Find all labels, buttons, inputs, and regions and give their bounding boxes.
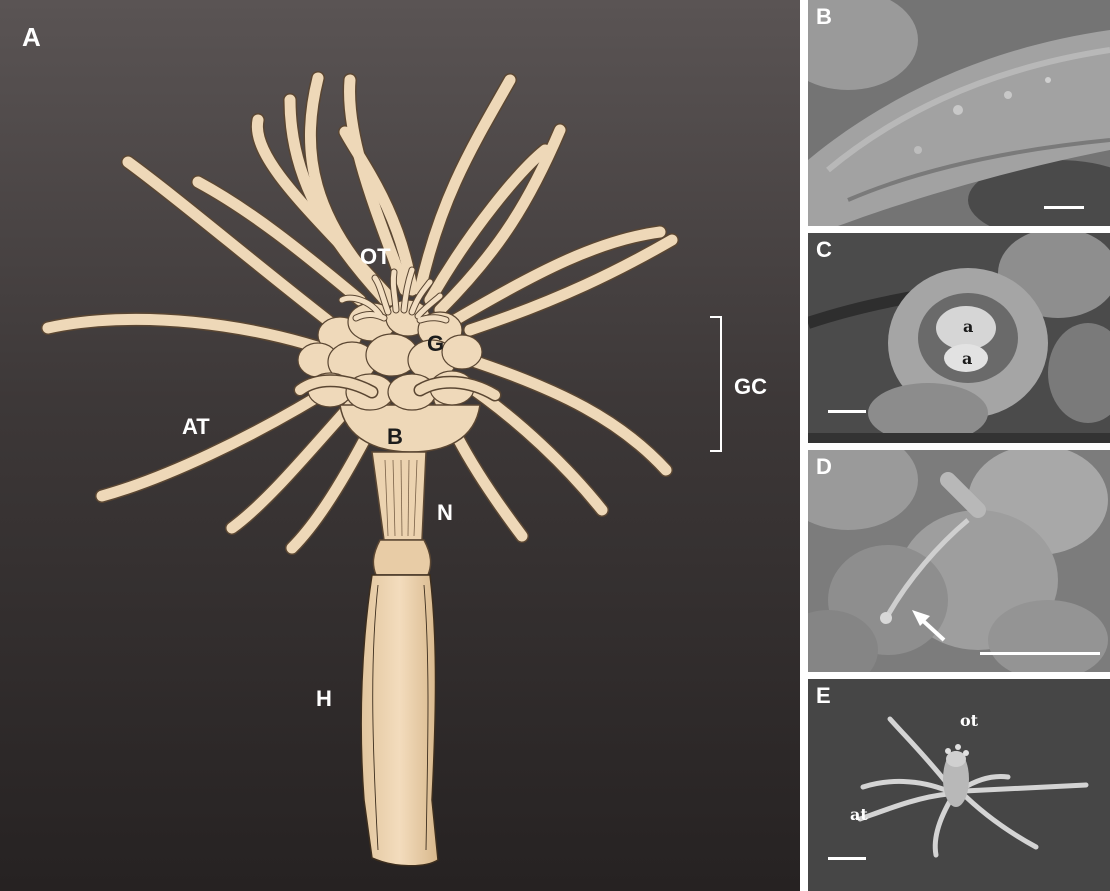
neck-collar [373, 540, 430, 575]
label-gonophore-cluster: GC [734, 374, 767, 400]
label-aboral-tentacles: AT [182, 414, 210, 440]
scale-bar-d [980, 652, 1100, 655]
label-e-oral-tentacle: ot [960, 711, 978, 730]
panel-e: E ot at [808, 679, 1110, 891]
panel-d: D [808, 450, 1110, 672]
micrograph-b [808, 0, 1110, 226]
panel-label-b: B [816, 4, 832, 30]
label-base: B [387, 424, 403, 450]
gonophore-cluster-bracket [710, 316, 722, 452]
micrograph-d [808, 450, 1110, 672]
label-e-aboral-tentacle: at [850, 805, 868, 824]
panel-label-c: C [816, 237, 832, 263]
label-gonophore: G [427, 331, 444, 357]
panel-label-a: A [22, 22, 41, 53]
label-oral-tentacles: OT [360, 244, 391, 270]
label-c-a1: a [963, 317, 973, 336]
panel-label-e: E [816, 683, 831, 709]
panel-b: B [808, 0, 1110, 226]
scale-bar-c [828, 410, 866, 413]
neck [372, 452, 426, 540]
panel-a: A OT G AT B N H GC [0, 0, 800, 891]
panel-label-d: D [816, 454, 832, 480]
label-neck: N [437, 500, 453, 526]
scale-bar-b [1044, 206, 1084, 209]
label-hydrocaulus: H [316, 686, 332, 712]
scale-bar-e [828, 857, 866, 860]
label-c-a2: a [962, 349, 972, 368]
panel-c: C a a [808, 233, 1110, 443]
